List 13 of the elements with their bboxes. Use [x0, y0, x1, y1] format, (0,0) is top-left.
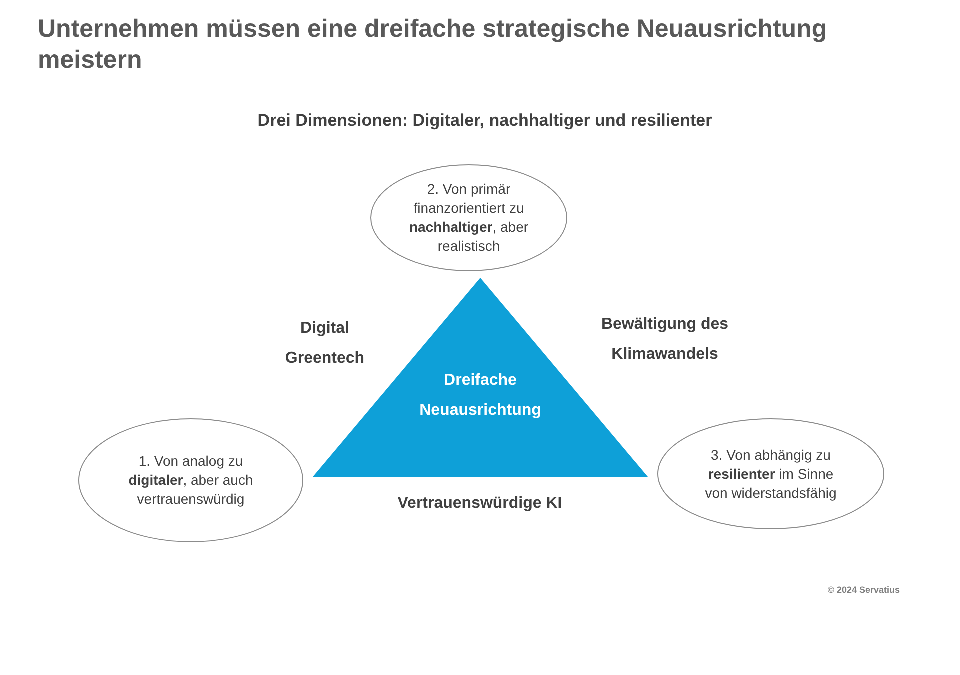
dimension-label: Digital Greentech	[284, 319, 366, 369]
node-text: Dreifache Neuausrichtung	[418, 371, 542, 421]
dimension-label: Bewältigung des Klimawandels	[600, 315, 730, 365]
ellipse-node	[657, 418, 885, 530]
node-text: 1. Von analog zu digitaler, aber auch vertrauenswürdig	[128, 452, 254, 509]
dimension-label: Vertrauenswürdige KI	[396, 494, 564, 514]
ellipse-node	[78, 418, 304, 543]
ellipse-node	[370, 164, 568, 272]
copyright-note: © 2024 Servatius	[826, 584, 900, 597]
subtitle: Drei Dimensionen: Digitaler, nachhaltiger und resilienter	[256, 110, 714, 132]
node-text: 3. Von abhängig zu resilienter im Sinne von widerstandsfähig	[704, 446, 838, 502]
node-text: 2. Von primär finanzorientiert zu nachhaltiger, aber realistisch	[408, 180, 530, 256]
title: Unternehmen müssen eine dreifache strategische Neuausrichtung meistern	[38, 14, 828, 76]
